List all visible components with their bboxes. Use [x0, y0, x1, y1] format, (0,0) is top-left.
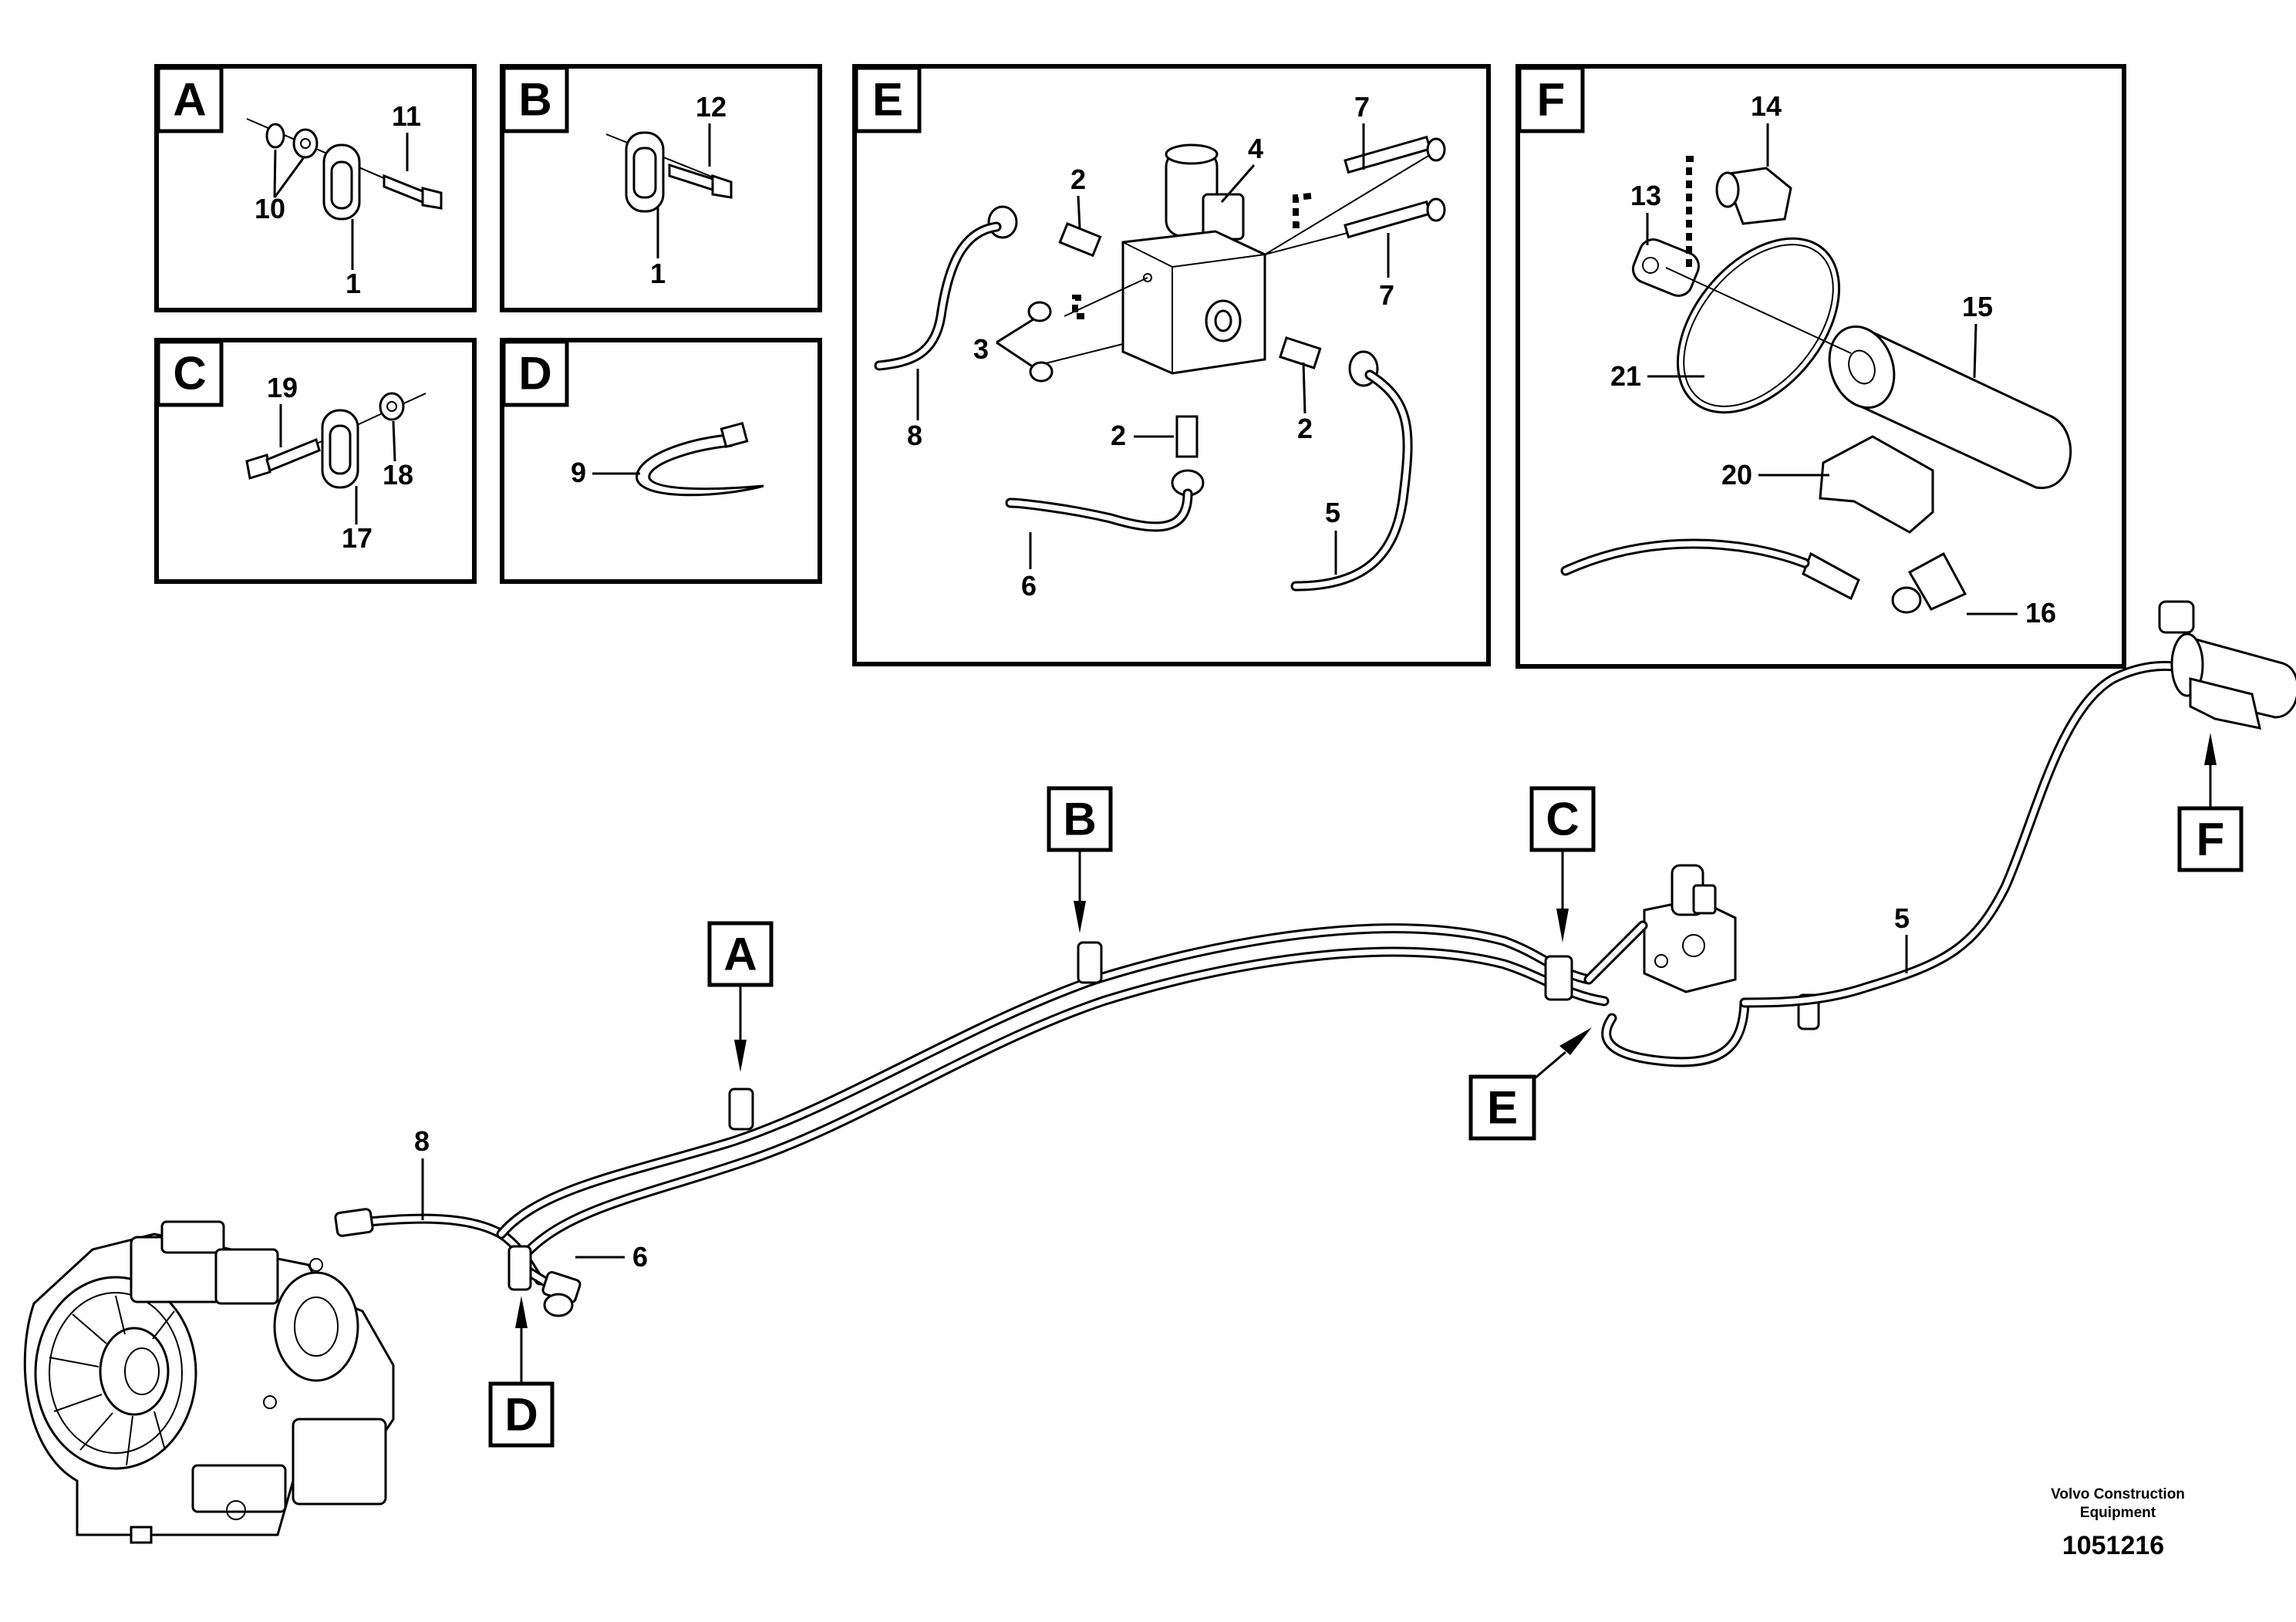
detail-a-letter: A — [173, 74, 206, 126]
cable-tie — [636, 421, 764, 497]
detail-f-letter: F — [1537, 74, 1566, 126]
transmission-housing — [23, 1220, 395, 1544]
location-tag-b: B — [1047, 786, 1113, 933]
callout-2-upper: 2 — [1070, 164, 1086, 195]
location-tag-c: C — [1529, 786, 1596, 943]
callout-6: 6 — [632, 1241, 648, 1273]
accumulator-main — [2158, 600, 2296, 730]
detail-box-a: A 11 10 1 — [154, 64, 477, 312]
callout-7-lower: 7 — [1379, 279, 1394, 311]
callout-10: 10 — [255, 193, 285, 224]
clamp-a — [728, 1088, 754, 1131]
clamp-d — [507, 1245, 532, 1291]
callout-13: 13 — [1630, 180, 1661, 211]
location-tag-d: D — [488, 1296, 555, 1448]
clamp-bolt-assembly-b — [605, 131, 733, 213]
callout-2-lower-left: 2 — [1111, 420, 1126, 451]
detail-box-c: C 19 18 17 — [154, 338, 477, 584]
callout-5-detail: 5 — [1325, 497, 1340, 528]
detail-box-d: D 9 — [500, 338, 822, 584]
housing-ribs — [49, 1295, 175, 1466]
callout-18: 18 — [383, 459, 413, 491]
callout-8: 8 — [414, 1125, 430, 1157]
callout-5: 5 — [1894, 902, 1910, 934]
callout-19: 19 — [267, 372, 298, 403]
callout-21: 21 — [1610, 360, 1641, 392]
location-tag-e-letter: E — [1487, 1082, 1518, 1134]
location-tag-a-letter: A — [723, 929, 757, 980]
callout-1-a: 1 — [346, 268, 361, 299]
callout-1-b: 1 — [650, 258, 666, 289]
hose-routing — [334, 600, 2296, 1317]
callout-12: 12 — [696, 91, 727, 123]
location-tag-c-letter: C — [1546, 794, 1579, 845]
callout-16: 16 — [2025, 597, 2056, 629]
valve-block-main — [1643, 864, 1737, 993]
detail-c-letter: C — [173, 348, 206, 400]
detail-box-e: E — [852, 64, 1491, 666]
callout-2-lower-right: 2 — [1297, 413, 1313, 444]
clamp-b — [1077, 941, 1103, 984]
location-tag-e: E — [1468, 1027, 1592, 1141]
drawing-number: 1051216 — [2062, 1531, 2164, 1560]
clamp-c — [1544, 955, 1573, 1001]
callout-6-detail: 6 — [1021, 570, 1037, 602]
callout-3: 3 — [973, 333, 989, 365]
clamp-bolt-assembly-c — [245, 392, 426, 489]
location-tag-d-letter: D — [504, 1389, 538, 1441]
callout-20: 20 — [1721, 459, 1752, 491]
location-tag-b-letter: B — [1063, 794, 1096, 845]
valve-block-assembly — [874, 135, 1446, 592]
callout-4: 4 — [1248, 133, 1263, 164]
clamp-bolt-assembly-a — [246, 118, 443, 221]
company-name-line1: Volvo Construction — [2051, 1486, 2185, 1502]
drawing-footer: Volvo Construction Equipment 1051216 — [2051, 1486, 2185, 1560]
callout-8-detail: 8 — [907, 420, 922, 451]
accumulator-assembly — [1560, 156, 2072, 614]
detail-box-b: B 12 1 — [500, 64, 822, 312]
detail-e-letter: E — [872, 74, 903, 126]
callout-14: 14 — [1751, 90, 1782, 122]
callout-11: 11 — [392, 100, 421, 132]
detail-b-letter: B — [518, 74, 551, 126]
location-tag-f: F — [2177, 733, 2244, 872]
detail-d-letter: D — [518, 348, 551, 400]
detail-box-f: F 14 — [1515, 64, 2126, 669]
callout-7-upper: 7 — [1354, 91, 1370, 123]
location-tag-f-letter: F — [2197, 814, 2225, 865]
callout-15: 15 — [1962, 291, 1993, 322]
company-name-line2: Equipment — [2080, 1505, 2156, 1521]
location-tag-a: A — [707, 921, 774, 1072]
callout-17: 17 — [342, 522, 373, 554]
callout-9: 9 — [571, 457, 586, 488]
